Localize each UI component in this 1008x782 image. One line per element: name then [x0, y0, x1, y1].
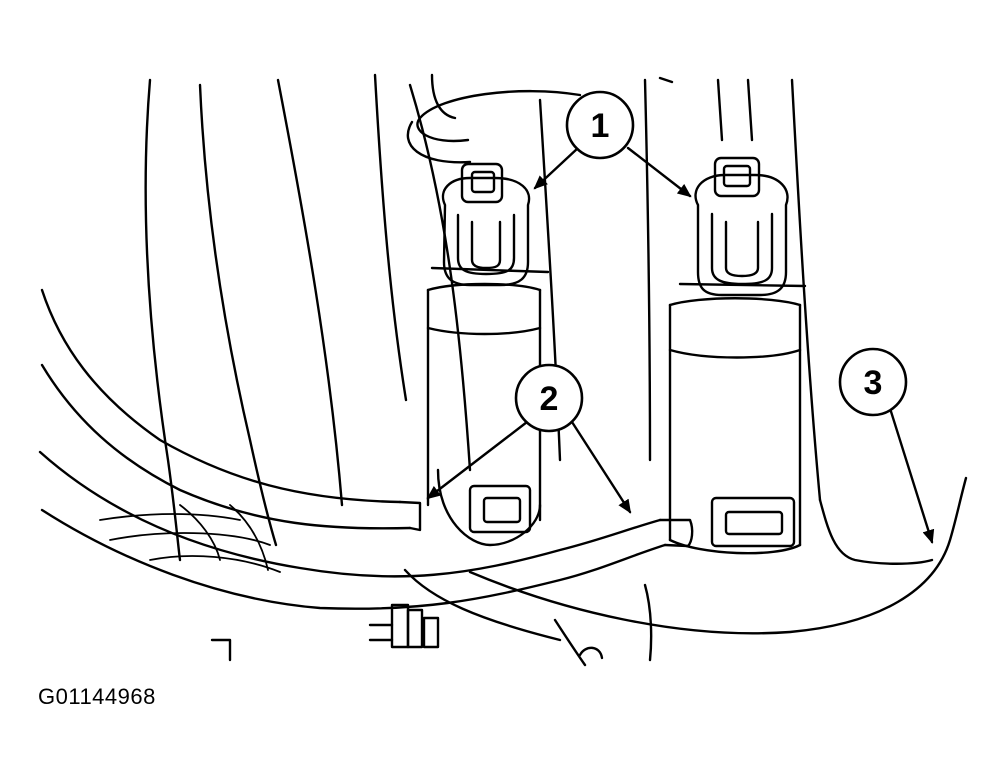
- callout-1: 1: [565, 90, 635, 160]
- hose-loop: [406, 89, 582, 164]
- callout-2-label: 2: [540, 380, 559, 418]
- pump-right: [668, 78, 807, 555]
- figure-id: G01144968: [38, 684, 156, 709]
- callout-2: 2: [514, 363, 584, 433]
- leader-lines: [426, 146, 935, 544]
- hoses: [38, 288, 694, 610]
- cable-3: [468, 476, 968, 635]
- callout-3-label: 3: [864, 364, 883, 402]
- bottom-connector: [210, 603, 604, 662]
- pump-left: [426, 162, 550, 547]
- callout-3: 3: [838, 347, 908, 417]
- wiring-harness: [99, 504, 281, 573]
- callout-1-label: 1: [591, 107, 610, 145]
